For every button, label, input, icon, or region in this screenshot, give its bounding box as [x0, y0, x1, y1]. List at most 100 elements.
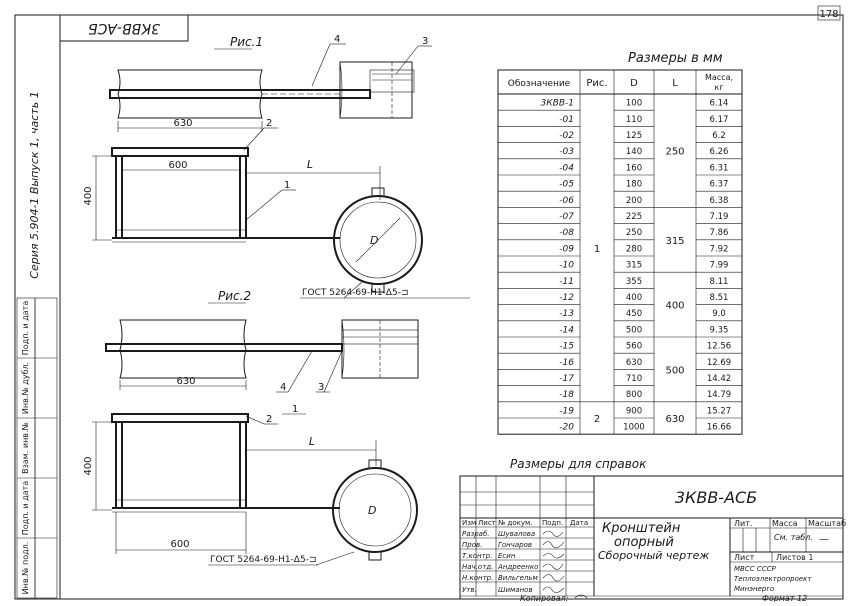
- table-header-4-unit: кг: [714, 83, 723, 92]
- tb-org-1: МВСС СССР: [734, 565, 777, 573]
- table-cell-mass: 7.92: [710, 244, 729, 254]
- table-cell-d: 125: [626, 131, 642, 141]
- fig2-elevation-view: 400 600 L 2 1 D ГОСТ 5264-69-Н1: [83, 404, 418, 566]
- table-cell-mass: 14.79: [707, 390, 731, 400]
- fig1-title: Рис.1: [230, 35, 263, 49]
- table-cell-designation: -01: [559, 115, 574, 125]
- tb-signer-3: Есин: [498, 552, 516, 560]
- tb-doc-code: 3КВВ-АСБ: [675, 488, 757, 507]
- figure-1: Рис.1 630 4 3: [83, 34, 470, 299]
- table-cell-designation: -18: [559, 390, 574, 400]
- tb-role-6: Утв.: [462, 586, 477, 594]
- fig2-callout-2: 2: [266, 414, 272, 425]
- table-cell-designation: -20: [559, 423, 574, 433]
- table-cell-designation: -03: [559, 147, 574, 157]
- tb-sheets-label: Листов 1: [776, 553, 814, 562]
- fig1-dim-630: 630: [173, 118, 192, 129]
- tb-col-doc: № докум.: [498, 519, 533, 527]
- signature-1: [542, 530, 564, 537]
- tb-role-3: Т.контр.: [462, 552, 492, 560]
- tb-col-list: Лист: [478, 519, 496, 527]
- tb-role-5: Н.контр.: [462, 574, 493, 582]
- table-title: Размеры в мм: [628, 51, 723, 66]
- tb-role-4: Нач.отд.: [462, 563, 493, 571]
- table-header-1: Рис.: [586, 78, 607, 89]
- tb-scale-label: Масштаб: [808, 519, 846, 528]
- table-header-0: Обозначение: [508, 79, 571, 89]
- table-cell-mass: 6.14: [710, 99, 729, 109]
- tb-col-date: Дата: [570, 519, 588, 527]
- fig2-dim-630: 630: [176, 376, 195, 387]
- table-cell-ris: 2: [594, 414, 600, 425]
- tb-lit-label: Лит.: [734, 519, 752, 528]
- strip-label-5: Подп. и дата: [21, 301, 30, 356]
- series-label: Серия 5.904-1 Выпуск 1, часть 1: [28, 91, 41, 278]
- table-cell-mass: 14.42: [707, 374, 731, 384]
- table-cell-mass: 6.37: [710, 180, 729, 190]
- left-strip: Инв.№ подл. Подп. и дата Взам. инв.№ Инв…: [16, 297, 58, 599]
- table-cell-d: 250: [626, 228, 642, 238]
- table-cell-mass: 8.11: [710, 277, 729, 287]
- table-cell-d: 800: [626, 390, 642, 400]
- table-cell-l: 250: [665, 147, 684, 158]
- strip-label-4: Инв.№ дубл.: [21, 362, 30, 414]
- signature-5: [542, 574, 565, 582]
- signature-4: [542, 563, 564, 570]
- fig1-callout-4a: 4: [334, 34, 340, 45]
- fig2-dim-600: 600: [170, 539, 189, 550]
- table-cell-mass: 6.2: [712, 131, 726, 141]
- table-cell-d: 355: [626, 277, 642, 287]
- fig1-dim-D: D: [370, 234, 378, 247]
- table-cell-mass: 7.19: [710, 212, 729, 222]
- tb-org-2: Теплоэлектропроект: [734, 575, 812, 583]
- fig2-callout-1: 1: [292, 404, 298, 415]
- tb-format-label: Формат 12: [762, 594, 807, 602]
- table-cell-designation: 3КВВ-1: [541, 99, 574, 109]
- strip-label-1: Инв.№ подл.: [21, 542, 30, 595]
- table-cell-mass: 12.56: [707, 342, 731, 352]
- table-cell-mass: 6.17: [710, 115, 729, 125]
- tb-name-1: Кронштейн: [602, 521, 681, 536]
- table-cell-designation: -02: [559, 131, 574, 141]
- table-cell-d: 100: [626, 99, 642, 109]
- signature-2: [542, 541, 565, 549]
- tb-signer-4: Андреенко: [497, 563, 538, 571]
- table-cell-l: 315: [665, 236, 684, 247]
- fig1-callout-2: 2: [266, 118, 272, 129]
- table-cell-d: 315: [626, 261, 642, 271]
- table-cell-designation: -14: [559, 325, 574, 335]
- table-cell-mass: 9.35: [710, 325, 729, 335]
- table-note: Размеры для справок: [510, 457, 647, 471]
- tb-signer-6: Шиманов: [498, 586, 533, 594]
- table-cell-designation: -05: [559, 180, 574, 190]
- title-block: Изм Лист № докум. Подп. Дата Разраб. Про…: [459, 475, 846, 603]
- table-cell-l: 630: [665, 414, 684, 425]
- tb-signer-5: Вильгельм: [498, 574, 539, 582]
- fig1-elevation-view: 600 400 L 2 1 D Г: [83, 118, 470, 299]
- table-cell-ris: 1: [594, 244, 600, 255]
- table-cell-d: 1000: [623, 423, 645, 433]
- table-cell-designation: -04: [559, 163, 574, 173]
- table-cell-mass: 8.51: [710, 293, 729, 303]
- tb-mass-label: Масса: [772, 519, 798, 528]
- table-cell-d: 225: [626, 212, 642, 222]
- tb-sheet-label: Лист: [734, 553, 755, 562]
- fig1-gost: ГОСТ 5264-69-Н1-Δ5-⊐: [302, 288, 408, 298]
- tb-signer-1: Шувалова: [498, 530, 535, 538]
- fig1-dim-600: 600: [168, 160, 187, 171]
- fig2-gost: ГОСТ 5264-69-Н1-Δ5-⊐: [210, 555, 316, 565]
- figure-2: Рис.2 630 4 3: [83, 289, 419, 566]
- tb-col-sign: Подп.: [542, 519, 563, 527]
- tb-role-1: Разраб.: [462, 530, 490, 538]
- fig2-callout-4: 4: [280, 382, 286, 393]
- fig2-dim-D: D: [368, 504, 376, 517]
- tb-signer-2: Гончаров: [498, 541, 532, 549]
- fig1-callout-3a: 3: [422, 36, 428, 47]
- table-cell-d: 400: [626, 293, 642, 303]
- table-cell-d: 280: [626, 244, 642, 254]
- table-cell-designation: -19: [559, 406, 574, 416]
- table-cell-designation: -13: [559, 309, 574, 319]
